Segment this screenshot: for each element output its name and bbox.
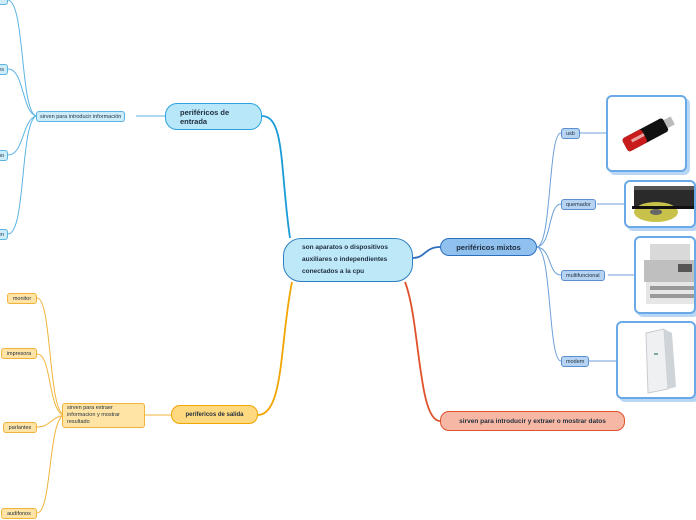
subtopic-entrada-desc[interactable]: sirven para introducir información: [36, 111, 126, 122]
subtopic-entrada-item-1[interactable]: [0, 0, 8, 5]
topic-entrada-salida-label: sirven para introducir y extraer o mostr…: [459, 417, 606, 425]
link-center-entrada: [261, 115, 291, 239]
usb-drive-image[interactable]: [606, 95, 687, 172]
topic-perifericos-salida[interactable]: perifericos de salida: [171, 405, 258, 424]
topic-perifericos-entrada-label: periféricos de entrada: [180, 107, 230, 126]
link-mixtos-modem: [536, 246, 562, 362]
subtopic-parlantes-label: parlantes: [8, 424, 32, 431]
topic-perifericos-salida-label: perifericos de salida: [185, 411, 244, 418]
central-topic-line1: son aparatos o dispositivos: [302, 244, 388, 251]
link-desc-audifonos: [36, 414, 65, 514]
subtopic-multifuncional[interactable]: multifuncional: [561, 270, 605, 281]
subtopic-modem-label: modem: [566, 358, 585, 365]
link-center-mixtos: [412, 246, 441, 259]
subtopic-impresora-label: impresora: [6, 350, 32, 357]
central-topic-line2: auxiliares o independientes: [302, 256, 388, 263]
topic-entrada-salida[interactable]: sirven para introducir y extraer o mostr…: [440, 411, 625, 431]
link-desc-monitor: [36, 297, 65, 416]
subtopic-entrada-item-3-label: mo: [0, 152, 4, 159]
subtopic-salida-desc-line2: informacion y mostrar: [67, 412, 120, 418]
subtopic-usb[interactable]: usb: [561, 128, 580, 139]
subtopic-audifonos[interactable]: audifonos: [1, 508, 37, 519]
link-mixtos-quemador: [536, 203, 562, 248]
central-topic-line3: conectados a la cpu: [302, 268, 365, 275]
modem-image[interactable]: [616, 321, 696, 399]
subtopic-entrada-item-2-label: es: [0, 66, 4, 73]
topic-perifericos-mixtos-label: periféricos mixtos: [456, 242, 521, 252]
subtopic-entrada-item-4[interactable]: en: [0, 229, 8, 240]
subtopic-parlantes[interactable]: parlantes: [3, 422, 37, 433]
link-desc-item3: [7, 115, 37, 156]
subtopic-entrada-item-4-label: en: [0, 231, 4, 238]
subtopic-salida-desc-line1: sirven para extraer: [67, 405, 113, 411]
subtopic-entrada-item-2[interactable]: es: [0, 64, 8, 75]
subtopic-multifuncional-label: multifuncional: [566, 272, 600, 279]
link-desc-impresora: [36, 353, 65, 416]
subtopic-monitor[interactable]: monitor: [7, 293, 37, 304]
dvd-burner-image[interactable]: [624, 180, 696, 228]
link-desc-item1: [7, 0, 37, 117]
topic-perifericos-entrada[interactable]: periféricos de entrada: [165, 103, 262, 130]
link-desc-item4: [7, 115, 37, 235]
link-center-io: [404, 281, 441, 422]
link-desc-parlantes: [36, 414, 65, 428]
link-mixtos-usb: [536, 132, 562, 248]
subtopic-entrada-desc-label: sirven para introducir información: [40, 113, 122, 120]
link-mixtos-multi: [536, 246, 562, 276]
subtopic-salida-desc[interactable]: sirven para extraer informacion y mostra…: [62, 403, 145, 428]
central-topic[interactable]: son aparatos o dispositivos auxiliares o…: [283, 238, 413, 282]
subtopic-usb-label: usb: [566, 130, 575, 137]
subtopic-quemador[interactable]: quemador: [561, 199, 596, 210]
link-desc-item2: [7, 68, 37, 117]
subtopic-monitor-label: monitor: [12, 295, 32, 302]
multifunction-printer-image[interactable]: [634, 236, 696, 314]
link-center-salida: [257, 281, 293, 416]
subtopic-quemador-label: quemador: [566, 201, 591, 208]
subtopic-entrada-item-3[interactable]: mo: [0, 150, 8, 161]
topic-perifericos-mixtos[interactable]: periféricos mixtos: [440, 238, 537, 256]
subtopic-impresora[interactable]: impresora: [1, 348, 37, 359]
subtopic-salida-desc-line3: resultado: [67, 419, 90, 425]
subtopic-modem[interactable]: modem: [561, 356, 590, 367]
subtopic-audifonos-label: audifonos: [7, 510, 31, 517]
